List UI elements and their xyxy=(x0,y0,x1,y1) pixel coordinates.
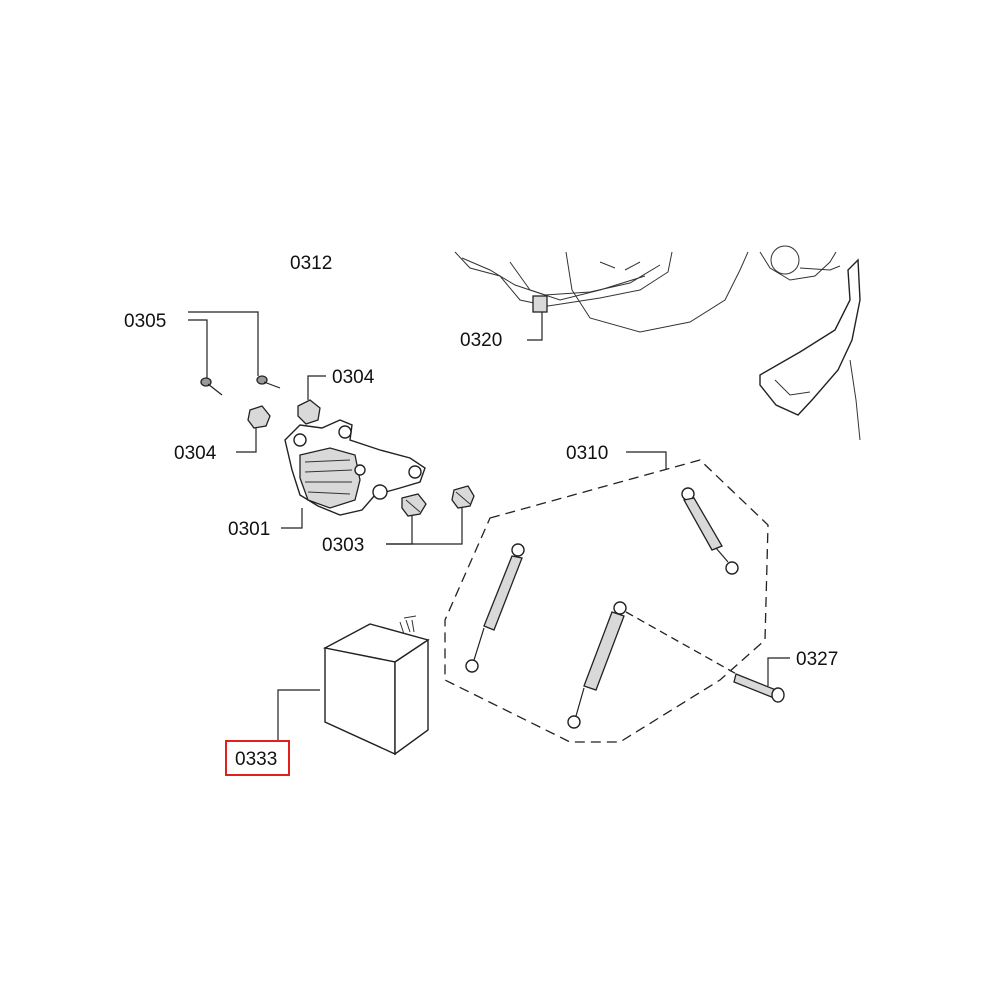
shock-absorber-center xyxy=(567,601,627,729)
bushing-0304-left xyxy=(247,405,271,429)
label-0303: 0303 xyxy=(322,535,364,556)
shock-absorber-group-outline xyxy=(444,459,769,743)
tub-fragment-drawing xyxy=(454,245,861,441)
bolt-0327-drawing xyxy=(733,673,785,703)
motor-bracket-drawing xyxy=(284,419,426,516)
label-0310: 0310 xyxy=(566,443,608,464)
screw-0305-right xyxy=(256,375,281,389)
bushing-0303-left xyxy=(401,493,427,517)
label-0312: 0312 xyxy=(290,253,332,274)
label-0305: 0305 xyxy=(124,311,166,332)
leader-lines xyxy=(188,311,790,740)
label-0327: 0327 xyxy=(796,649,838,670)
label-0304-right: 0304 xyxy=(332,367,375,388)
label-0333: 0333 xyxy=(235,749,277,770)
shock-absorber-right xyxy=(681,487,739,575)
shock-absorber-left xyxy=(465,543,525,673)
label-0304-left: 0304 xyxy=(174,443,217,464)
control-module-0333-drawing xyxy=(322,615,430,756)
highlight-box-0333 xyxy=(225,740,290,776)
bushing-0304-right xyxy=(297,399,321,425)
bolt-guide-line xyxy=(625,611,741,677)
label-0320: 0320 xyxy=(460,330,502,351)
bushing-0303-right xyxy=(451,485,475,509)
label-0301: 0301 xyxy=(228,519,270,540)
screw-0305-left xyxy=(200,377,223,396)
